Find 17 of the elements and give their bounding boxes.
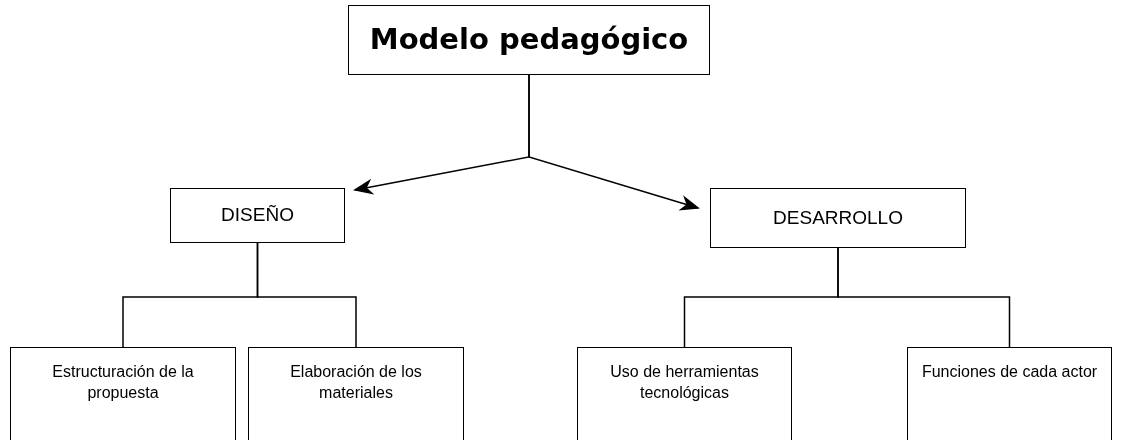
box-label: DESARROLLO xyxy=(773,205,903,230)
category-box xyxy=(710,188,966,248)
title-box xyxy=(348,5,710,75)
box-label: Modelo pedagógico xyxy=(369,21,689,59)
box-label: Funciones de cada actor xyxy=(921,362,1098,382)
box-label: Uso de herramientas tecnológicas xyxy=(609,362,760,403)
item-box xyxy=(907,347,1112,440)
item-box xyxy=(248,347,464,440)
arrow xyxy=(528,74,700,211)
box-label: Elaboración de los materiales xyxy=(289,362,423,403)
category-box xyxy=(170,188,345,243)
connector-line xyxy=(256,242,357,348)
connector-line xyxy=(837,247,1011,348)
item-box xyxy=(10,347,236,440)
item-box xyxy=(577,347,792,440)
box-label: Estructuración de la propuesta xyxy=(51,362,195,403)
box-label: DISEÑO xyxy=(221,203,294,228)
